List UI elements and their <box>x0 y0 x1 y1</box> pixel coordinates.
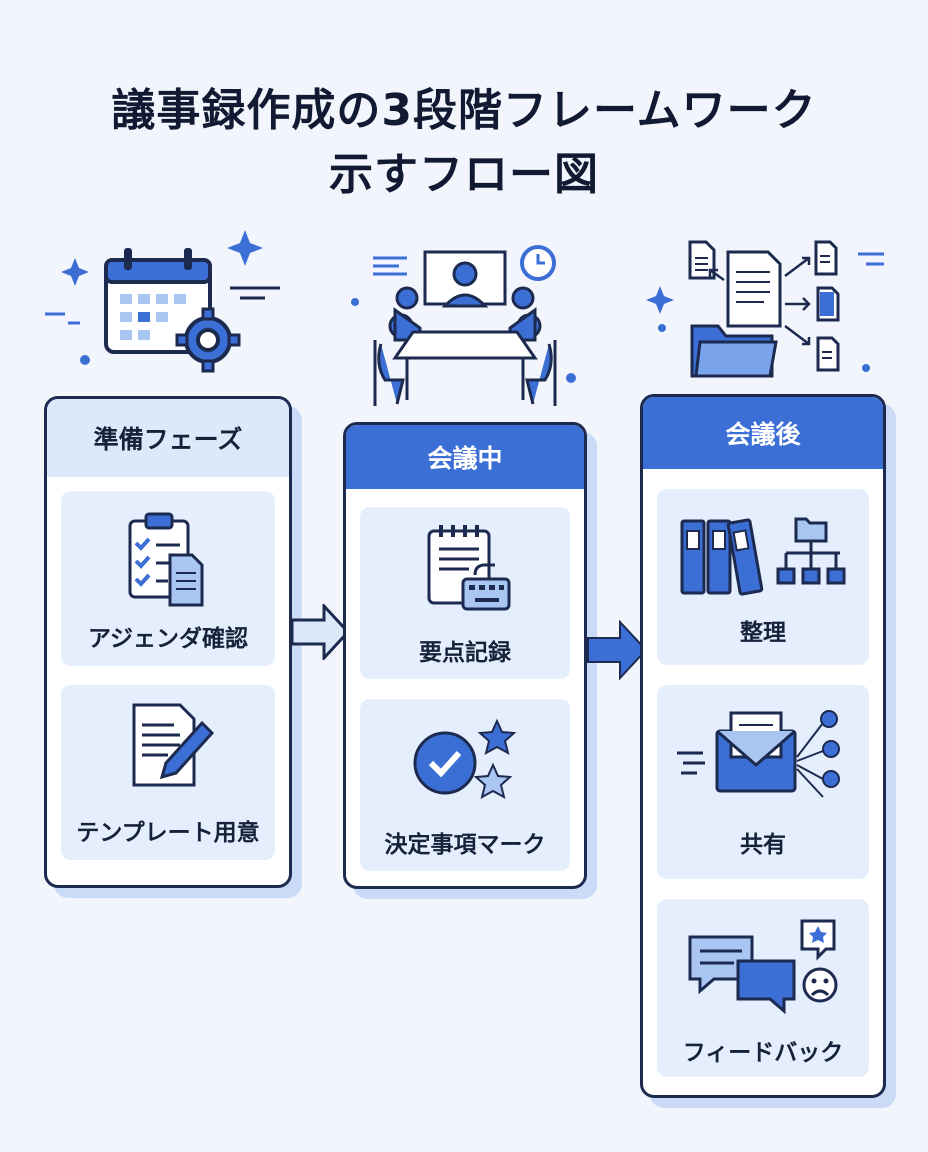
document-pen-icon <box>132 703 215 787</box>
binders-hierarchy-icon <box>680 517 846 596</box>
step-label: テンプレート用意 <box>76 820 260 846</box>
step-card-share: 共有 <box>657 685 869 879</box>
meeting-table-icon <box>351 245 576 406</box>
diagram-title-line2: 示すフロー図 <box>329 149 599 200</box>
calendar-gear-icon <box>45 230 280 373</box>
step-label: 共有 <box>740 832 786 858</box>
checklist-icon <box>128 512 204 607</box>
notepad-keyboard-icon <box>427 525 511 611</box>
phase-after-meeting: 会議後 整理 <box>640 394 886 1098</box>
diagram-title-line1: 議事録作成の3段階フレームワーク <box>111 85 817 136</box>
step-card-template: テンプレート用意 <box>61 685 275 860</box>
step-card-agenda: アジェンダ確認 <box>61 491 275 666</box>
step-card-feedback: フィードバック <box>657 899 869 1077</box>
step-card-organize: 整理 <box>657 489 869 665</box>
flow-arrow-2 <box>587 620 648 680</box>
phase-title: 準備フェーズ <box>47 399 289 477</box>
step-label: アジェンダ確認 <box>87 626 249 652</box>
documents-folder-icon <box>646 240 884 378</box>
step-label: 要点記録 <box>419 640 511 666</box>
chat-feedback-icon <box>688 919 838 1015</box>
flow-arrow-1 <box>290 604 350 660</box>
phase-title: 会議中 <box>346 425 584 489</box>
envelope-share-icon <box>677 710 840 798</box>
step-label: 決定事項マーク <box>384 832 546 858</box>
step-card-decisions: 決定事項マーク <box>360 699 570 871</box>
phase-during-meeting: 会議中 要点記録 決定事項マーク <box>343 422 587 889</box>
step-label: 整理 <box>740 620 786 646</box>
step-label: フィードバック <box>682 1040 844 1066</box>
phase-preparation: 準備フェーズ アジェンダ確認 テンプレート用意 <box>44 396 292 888</box>
step-card-record: 要点記録 <box>360 507 570 679</box>
check-star-icon <box>413 718 517 799</box>
phase-title: 会議後 <box>643 397 883 469</box>
